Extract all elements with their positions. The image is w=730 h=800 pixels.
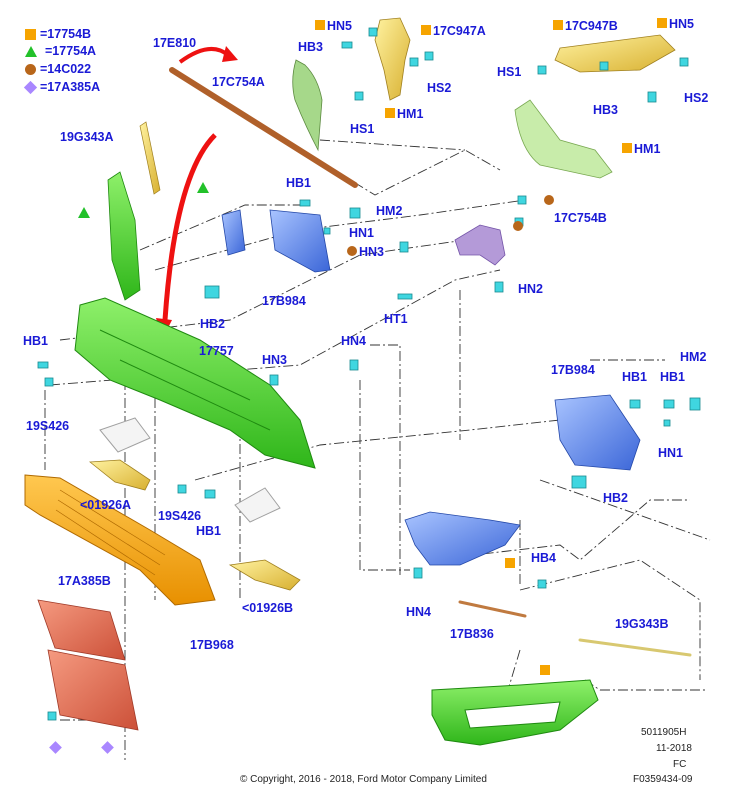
label-hb3-right: HB3 [593,103,619,117]
part-17C754A-bracket [292,59,323,152]
legend-item-17A385A: =17A385A [23,79,100,95]
label-19S426-left: 19S426 [26,419,70,433]
label-hn1-right: HN1 [658,446,684,460]
label-hn5-right: HN5 [669,17,695,31]
cyan-fasteners [37,27,701,721]
part-17C947B-support [554,34,676,73]
label-hb1-right-a: HB1 [622,370,648,384]
part-19G343B-strip [578,638,692,657]
part-17757-bumper-cover [74,297,316,469]
label-01926A: <01926A [80,498,132,512]
label-hm2-right: HM2 [680,350,707,364]
drawing-date: 11-2018 [656,743,692,754]
label-17B984-right: 17B984 [551,363,595,377]
blue-lower-bracket [404,511,521,566]
label-hb2-right: HB2 [603,491,629,505]
label-hb1-mid: HB1 [286,176,312,190]
label-hb2-left: HB2 [200,317,226,331]
part-17E810-strip [169,67,358,188]
label-17B968: 17B968 [190,638,234,652]
part-01926B-bracket [228,559,301,591]
purple-bracket [454,224,506,266]
label-hn3-mid: HN3 [359,245,385,259]
label-17C754B: 17C754B [554,211,607,225]
label-17A385B: 17A385B [58,574,111,588]
label-hn1-mid: HN1 [349,226,375,240]
label-ht1: HT1 [384,312,408,326]
label-hb1-left: HB1 [23,334,49,348]
label-hn4-low: HN4 [406,605,432,619]
figure-number: F0359434-09 [633,774,693,785]
label-19G343A: 19G343A [60,130,114,144]
part-17754A-side-bracket [107,171,141,301]
label-hm2-mid: HM2 [376,204,403,218]
label-hm1-top: HM1 [397,107,424,121]
diamond-marker-icon [23,80,38,94]
triangle-marker-icon [25,45,37,57]
part-01926A-bracket [88,459,151,491]
blue-clip-left [221,209,246,256]
copyright-text: © Copyright, 2016 - 2018, Ford Motor Com… [240,774,487,785]
label-hn4-mid: HN4 [341,334,367,348]
label-19S426-mid: 19S426 [158,509,202,523]
label-hs2-right: HS2 [684,91,709,105]
part-17C754B-bracket [514,99,613,179]
part-17B836-strip [458,600,527,618]
label-hb1-right-b: HB1 [660,370,686,384]
legend-item-17754A: =17754A [25,43,96,59]
drawing-fc: FC [673,759,687,770]
label-hs1-right: HS1 [497,65,522,79]
label-17B984-left: 17B984 [262,294,306,308]
label-17757: 17757 [199,344,234,358]
label-hn3-low: HN3 [262,353,288,367]
label-hs1-top: HS1 [350,122,375,136]
part-17C947A-support [374,17,411,101]
label-hm1-right: HM1 [634,142,661,156]
label-17C947A: 17C947A [433,24,486,38]
label-hn2-mid: HN2 [518,282,544,296]
label-17C947B: 17C947B [565,19,618,33]
white-tow-bracket-left [99,417,151,453]
part-19G343A-trim [139,121,161,195]
part-17B984-left-bracket [269,209,331,273]
label-01926B: <01926B [242,601,294,615]
label-17C754A: 17C754A [212,75,265,89]
legend-item-14C022: =14C022 [25,61,91,77]
legend-item-17754B: =17754B [25,26,91,42]
drawing-code: 5011905H [641,727,687,738]
label-hb4: HB4 [531,551,557,565]
part-17B968-grille [24,474,216,606]
plate-bracket-lower [47,649,139,731]
label-17B836: 17B836 [450,627,494,641]
label-hb1-low: HB1 [196,524,222,538]
circle-marker-icon [25,63,36,75]
label-hs2-top: HS2 [427,81,452,95]
label-hb3-top: HB3 [298,40,324,54]
label-19G343B: 19G343B [615,617,669,631]
part-17A385B-plate-bracket [37,599,126,661]
square-marker-icon [25,28,36,40]
label-17E810: 17E810 [153,36,197,50]
white-tow-bracket-mid [234,487,281,523]
label-hn5-top: HN5 [327,19,353,33]
part-17B984-right-bracket [554,394,641,471]
